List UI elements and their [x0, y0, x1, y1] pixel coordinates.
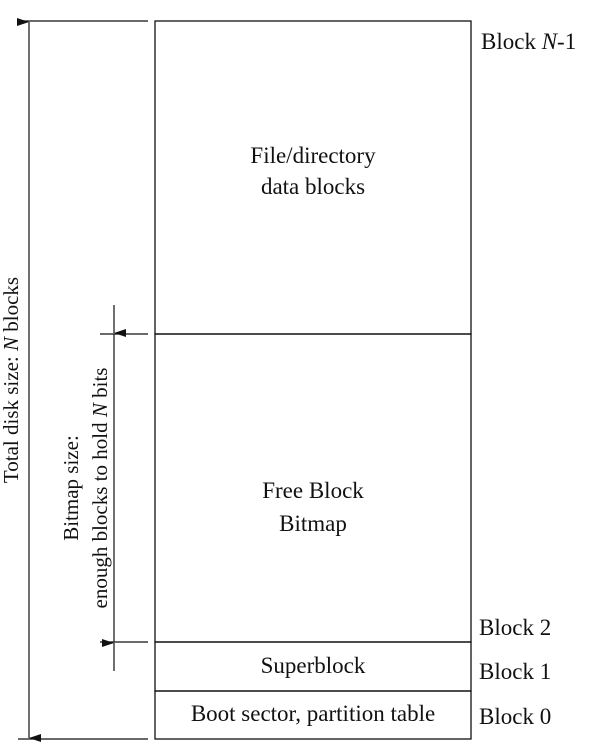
block-1-label: Block 1	[479, 659, 551, 684]
bitmap-size-label-line1: Bitmap size:	[59, 435, 83, 541]
boot-sector-region	[154, 690, 472, 740]
superblock-label: Superblock	[261, 653, 366, 678]
block-n-var: N	[541, 29, 559, 54]
block-n-minus-1-label: Block N-1	[481, 29, 576, 54]
total-size-var: N	[0, 336, 23, 352]
block-0-label: Block 0	[479, 704, 551, 729]
data-blocks-label-line1: File/directory	[250, 143, 376, 168]
data-blocks-label-line2: data blocks	[261, 174, 365, 199]
block-n-prefix: Block	[481, 29, 542, 54]
block-n-suffix: -1	[557, 29, 576, 54]
total-size-label: Total disk size: N blocks	[0, 277, 23, 483]
bitmap-size-line2-suffix: bits	[88, 368, 112, 404]
bitmap-label-line1: Free Block	[262, 478, 364, 503]
boot-sector-label: Boot sector, partition table	[191, 701, 435, 726]
total-size-prefix: Total disk size:	[0, 351, 23, 483]
block-2-label: Block 2	[479, 615, 551, 640]
total-size-suffix: blocks	[0, 277, 23, 337]
bitmap-size-line2-var: N	[88, 402, 112, 418]
bitmap-label-line2: Bitmap	[279, 511, 347, 536]
bitmap-size-label-line2: enough blocks to hold N bits	[88, 368, 112, 609]
bitmap-size-line2-prefix: enough blocks to hold	[88, 417, 112, 608]
